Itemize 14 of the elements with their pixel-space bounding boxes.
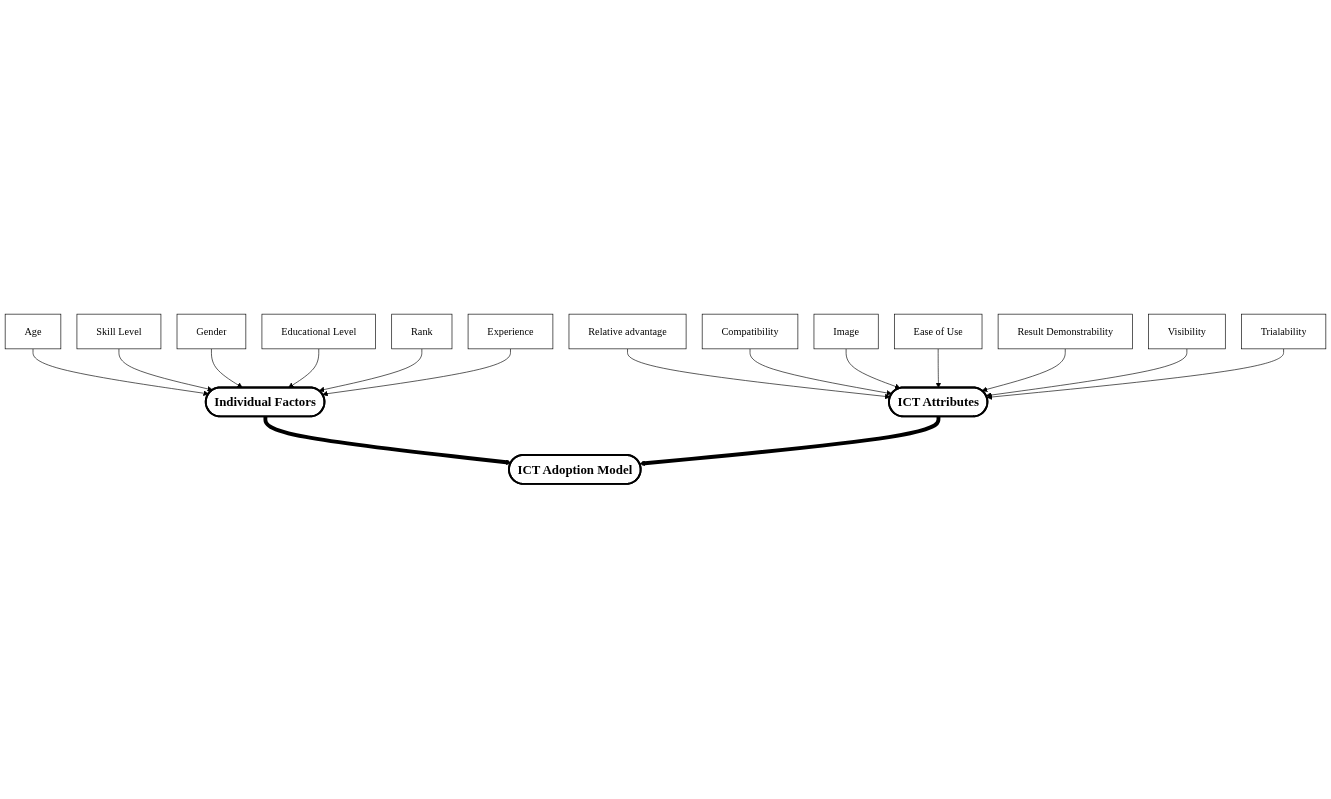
node-box: Visibility — [1148, 314, 1226, 350]
node-box: Result Demonstrability — [997, 314, 1133, 350]
node-box: Relative advantage — [568, 314, 687, 350]
node-box: Age — [4, 314, 62, 350]
node-box: Skill Level — [76, 314, 162, 350]
node-box: Image — [813, 314, 879, 350]
node-box: Compatibility — [701, 314, 799, 350]
node-box: Rank — [391, 314, 453, 350]
node-box: Educational Level — [261, 314, 376, 350]
node-box: Experience — [467, 314, 554, 350]
node-box: Ease of Use — [894, 314, 983, 350]
arrow — [263, 417, 512, 466]
node-box: Gender — [176, 314, 247, 350]
node-box: Trialability — [1241, 314, 1327, 350]
